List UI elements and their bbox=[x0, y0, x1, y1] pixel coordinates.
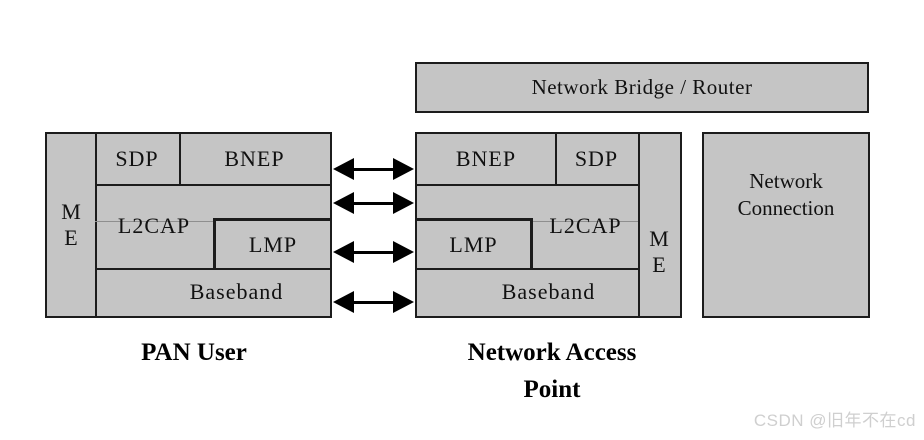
pan-sdp-label: SDP bbox=[115, 146, 159, 171]
arrow-head-left-icon bbox=[333, 241, 354, 263]
link-arrow-lmp bbox=[333, 241, 414, 263]
pan-me-divider-line bbox=[95, 134, 97, 316]
arrow-shaft bbox=[347, 250, 400, 254]
nap-baseband-label: Baseband bbox=[501, 279, 596, 304]
network-bridge-router-box: Network Bridge / Router bbox=[415, 62, 869, 113]
pan-lmp-label: LMP bbox=[248, 231, 298, 257]
nap-me-divider-line bbox=[638, 134, 640, 316]
nap-row1-bottom-line bbox=[417, 184, 638, 186]
pan-baseband-label: Baseband bbox=[189, 279, 284, 304]
arrow-head-right-icon bbox=[393, 291, 414, 313]
pan-user-caption: PAN User bbox=[141, 339, 247, 366]
pan-lmp-box: LMP bbox=[213, 218, 330, 268]
arrow-head-right-icon bbox=[393, 192, 414, 214]
pan-l2cap-label: L2CAP bbox=[117, 213, 191, 238]
link-arrow-l2cap bbox=[333, 192, 414, 214]
nap-me-label: M E bbox=[638, 161, 680, 343]
nap-l2cap-label: L2CAP bbox=[549, 213, 622, 238]
network-connection-box: Network Connection bbox=[702, 132, 870, 318]
pan-user-stack: LMP M E SDP BNEP L2CAP Baseband bbox=[45, 132, 332, 318]
arrow-head-right-icon bbox=[393, 158, 414, 180]
link-arrow-baseband bbox=[333, 291, 414, 313]
arrow-head-left-icon bbox=[333, 158, 354, 180]
nap-lmp-label: LMP bbox=[449, 231, 498, 257]
arrow-head-right-icon bbox=[393, 241, 414, 263]
pan-me-label: M E bbox=[47, 134, 95, 316]
network-bridge-router-label: Network Bridge / Router bbox=[531, 75, 753, 99]
link-arrow-sdp-bnep bbox=[333, 158, 414, 180]
pan-row1-bottom-line bbox=[95, 184, 330, 186]
nap-sdp-label: SDP bbox=[574, 146, 619, 171]
nap-baseband-top-line bbox=[417, 268, 638, 270]
network-connection-label: Network Connection bbox=[737, 169, 835, 220]
pan-l2cap-inner-line bbox=[95, 221, 213, 222]
pan-me-text: M E bbox=[61, 199, 81, 250]
arrow-shaft bbox=[347, 167, 400, 171]
pan-bnep-label: BNEP bbox=[224, 146, 285, 171]
access-point-stack: LMP BNEP SDP L2CAP Baseband M E bbox=[415, 132, 682, 318]
arrow-head-left-icon bbox=[333, 291, 354, 313]
pan-baseband-top-line bbox=[95, 268, 330, 270]
arrow-shaft bbox=[347, 300, 400, 304]
pan-sdp-bnep-divider-line bbox=[179, 134, 181, 184]
nap-bnep-sdp-divider-line bbox=[555, 134, 557, 184]
nap-l2cap-inner-line bbox=[533, 221, 638, 222]
access-point-caption: Network Access Point bbox=[467, 339, 637, 403]
nap-bnep-label: BNEP bbox=[455, 146, 517, 171]
nap-lmp-box: LMP bbox=[417, 218, 533, 268]
arrow-shaft bbox=[347, 201, 400, 205]
arrow-head-left-icon bbox=[333, 192, 354, 214]
nap-me-text: M E bbox=[649, 226, 669, 277]
csdn-watermark: CSDN @旧年不在cd bbox=[753, 411, 916, 430]
